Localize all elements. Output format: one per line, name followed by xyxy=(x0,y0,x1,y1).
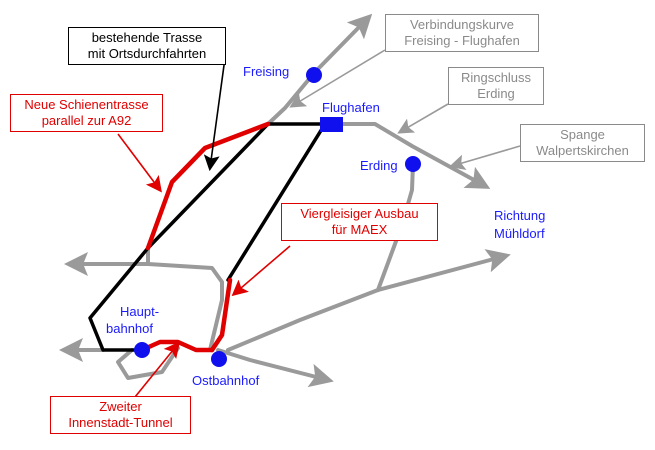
station-hauptbahnhof xyxy=(134,342,150,358)
callout-spange-line1: Spange xyxy=(560,127,605,142)
label-hauptbahnhof-line1: Haupt- xyxy=(120,304,160,319)
new-route-a92 xyxy=(145,121,271,251)
label-direction-line2: Mühldorf xyxy=(494,226,545,241)
airport-east-line xyxy=(338,122,491,189)
callout-viergleisig: Viergleisiger Ausbau für MAEX xyxy=(281,203,438,241)
muehldorf-line xyxy=(226,249,511,352)
callout-verbindungskurve-line1: Verbindungskurve xyxy=(409,17,515,32)
pointer-spange xyxy=(448,145,521,171)
callout-verbindungskurve: Verbindungskurve Freising - Flughafen xyxy=(385,14,539,52)
pointer-neue-trasse xyxy=(117,133,162,193)
callout-neue-trasse-line1: Neue Schienentrasse xyxy=(24,97,149,112)
label-freising: Freising xyxy=(243,64,290,79)
callout-verbindungskurve-line2: Freising - Flughafen xyxy=(404,33,520,48)
callout-spange-line2: Walpertskirchen xyxy=(536,143,629,158)
freising-line xyxy=(266,13,373,126)
existing-route-west xyxy=(88,122,270,352)
callout-viergleisig-line2: für MAEX xyxy=(331,222,388,237)
label-erding: Erding xyxy=(360,158,398,173)
callout-neue-trasse: Neue Schienentrasse parallel zur A92 xyxy=(10,94,163,132)
pointer-innenstadt-tunnel xyxy=(134,341,181,398)
inner-loop xyxy=(146,262,224,352)
callout-viergleisig-line1: Viergleisiger Ausbau xyxy=(300,206,419,221)
callout-bestehende-trasse-line2: mit Ortsdurchfahrten xyxy=(87,46,207,61)
callout-innenstadt-tunnel: Zweiter Innenstadt-Tunnel xyxy=(50,396,191,434)
label-direction-line1: Richtung xyxy=(494,208,546,223)
callout-spange: Spange Walpertskirchen xyxy=(520,124,645,162)
callout-innenstadt-tunnel-line2: Innenstadt-Tunnel xyxy=(68,415,173,430)
callout-ringschluss-line2: Erding xyxy=(477,86,515,101)
callout-arrows xyxy=(117,49,521,398)
label-ostbahnhof: Ostbahnhof xyxy=(192,373,260,388)
station-erding xyxy=(405,156,421,172)
south-loop xyxy=(116,346,180,380)
stations xyxy=(134,67,421,367)
southeast-line xyxy=(216,348,334,388)
existing-network xyxy=(59,13,511,388)
pointer-viergleisig xyxy=(231,245,291,297)
pointer-bestehende-trasse xyxy=(203,57,226,172)
station-flughafen xyxy=(320,117,343,132)
callout-ringschluss: Ringschluss Erding xyxy=(448,67,544,105)
label-hauptbahnhof-line2: bahnhof xyxy=(106,321,153,336)
label-flughafen: Flughafen xyxy=(322,100,380,115)
pointer-verbindungskurve xyxy=(289,49,386,108)
callout-bestehende-trasse-line1: bestehende Trasse xyxy=(91,30,203,45)
callout-ringschluss-line1: Ringschluss xyxy=(460,70,532,85)
station-freising xyxy=(306,67,322,83)
callout-bestehende-trasse: bestehende Trasse mit Ortsdurchfahrten xyxy=(68,27,226,65)
pointer-ringschluss xyxy=(397,103,449,134)
callout-innenstadt-tunnel-line1: Zweiter xyxy=(99,399,142,414)
four-track-segment xyxy=(209,277,233,353)
callout-neue-trasse-line2: parallel zur A92 xyxy=(41,113,132,128)
station-ostbahnhof xyxy=(211,351,227,367)
